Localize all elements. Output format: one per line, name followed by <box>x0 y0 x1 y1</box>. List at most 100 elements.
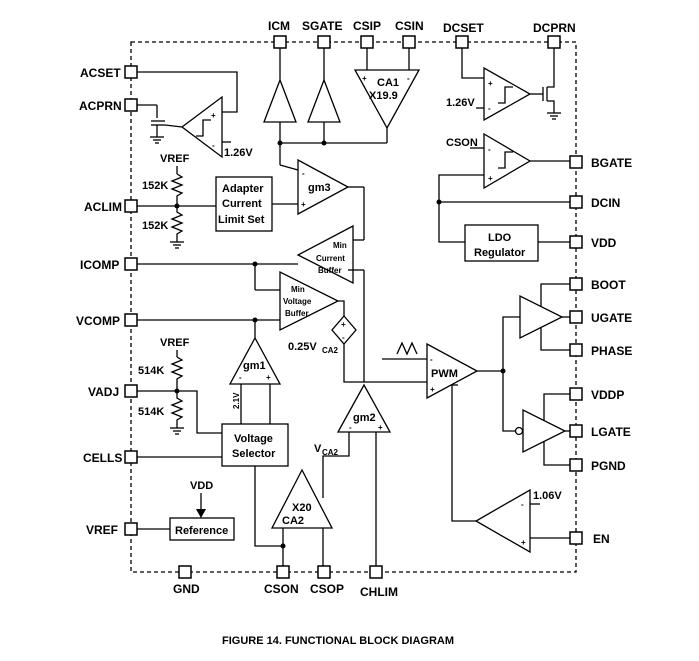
svg-text:PHASE: PHASE <box>591 344 632 358</box>
svg-text:gm2: gm2 <box>353 412 376 424</box>
svg-text:+: + <box>488 79 493 88</box>
svg-text:EN: EN <box>593 532 610 546</box>
svg-text:CA1: CA1 <box>377 77 399 89</box>
ca1-amplifier: + - CA1 X19.9 <box>353 48 421 130</box>
svg-text:2.1V: 2.1V <box>232 392 241 409</box>
svg-text:+: + <box>211 111 216 120</box>
svg-text:Current: Current <box>222 198 262 210</box>
svg-text:ICM: ICM <box>268 19 290 33</box>
pin-dcin: DCIN <box>569 195 620 210</box>
svg-text:CSIN: CSIN <box>395 19 424 33</box>
pin-cson: CSON <box>264 565 299 596</box>
pin-chlim: CHLIM <box>360 565 398 599</box>
svg-text:-: - <box>349 423 352 432</box>
svg-text:Voltage: Voltage <box>283 297 312 306</box>
svg-text:-: - <box>302 169 305 178</box>
pin-phase: PHASE <box>569 343 632 358</box>
svg-text:VREF: VREF <box>86 523 118 537</box>
min-voltage-buffer: Min Voltage Buffer <box>279 270 340 332</box>
svg-text:VREF: VREF <box>160 337 190 349</box>
svg-text:+: + <box>488 174 493 183</box>
svg-text:DCIN: DCIN <box>591 196 620 210</box>
pin-icomp: ICOMP <box>80 257 138 272</box>
svg-text:V: V <box>314 443 322 455</box>
svg-text:152K: 152K <box>142 180 168 192</box>
aclim-divider: VREF 152K 152K <box>137 153 216 249</box>
svg-text:+: + <box>341 320 346 329</box>
bgate-comparator: - + CSON <box>438 132 532 202</box>
svg-text:Min: Min <box>333 241 347 250</box>
svg-text:PWM: PWM <box>431 368 458 380</box>
svg-text:GND: GND <box>173 582 200 596</box>
svg-text:-: - <box>239 373 242 382</box>
svg-text:VCOMP: VCOMP <box>76 314 120 328</box>
svg-text:1.06V: 1.06V <box>533 490 562 502</box>
svg-text:CA2: CA2 <box>322 448 339 457</box>
svg-text:+: + <box>521 538 526 547</box>
svg-text:gm1: gm1 <box>243 360 266 372</box>
svg-text:Buffer: Buffer <box>285 309 309 318</box>
svg-text:ICOMP: ICOMP <box>80 258 119 272</box>
svg-text:CSIP: CSIP <box>353 19 381 33</box>
svg-text:+: + <box>266 373 271 382</box>
svg-text:+: + <box>362 74 367 83</box>
pin-vddp: VDDP <box>569 387 624 402</box>
svg-text:VADJ: VADJ <box>88 385 119 399</box>
svg-text:+: + <box>378 423 383 432</box>
svg-text:-: - <box>407 74 410 83</box>
svg-text:LGATE: LGATE <box>591 425 631 439</box>
gm1-amplifier: gm1 - + <box>228 336 282 385</box>
pin-csip: CSIP <box>353 19 381 49</box>
pin-vdd: VDD <box>569 235 617 250</box>
svg-text:-: - <box>488 104 491 113</box>
svg-text:SGATE: SGATE <box>302 19 342 33</box>
gm3-amplifier: - + gm3 <box>297 158 350 216</box>
svg-text:514K: 514K <box>138 406 164 418</box>
reference-block: Reference <box>169 517 235 541</box>
pin-sgate: SGATE <box>302 19 342 49</box>
pin-csin: CSIN <box>395 19 424 49</box>
en-comparator: - + <box>474 488 531 554</box>
ldo-regulator: LDO Regulator <box>464 224 539 262</box>
svg-text:+: + <box>301 200 306 209</box>
pin-icm: ICM <box>268 19 290 49</box>
svg-text:Voltage: Voltage <box>234 433 273 445</box>
svg-text:Buffer: Buffer <box>318 266 342 275</box>
svg-text:-: - <box>521 500 524 509</box>
svg-text:152K: 152K <box>142 220 168 232</box>
pin-vcomp: VCOMP <box>76 313 138 328</box>
pin-pgnd: PGND <box>569 458 626 473</box>
svg-text:Selector: Selector <box>232 448 276 460</box>
svg-text:DCPRN: DCPRN <box>533 21 576 35</box>
pin-dcprn: DCPRN <box>533 21 576 49</box>
pin-lgate: LGATE <box>569 424 631 439</box>
svg-text:BOOT: BOOT <box>591 278 626 292</box>
pin-csop: CSOP <box>310 565 344 596</box>
figure-caption: FIGURE 14. FUNCTIONAL BLOCK DIAGRAM <box>222 635 454 647</box>
svg-text:LDO: LDO <box>488 232 512 244</box>
svg-text:-: - <box>430 355 433 364</box>
pin-gnd: GND <box>173 565 200 596</box>
svg-text:Limit Set: Limit Set <box>218 214 265 226</box>
pin-aclim: ACLIM <box>84 199 138 214</box>
svg-text:1.26V: 1.26V <box>446 97 475 109</box>
pin-bgate: BGATE <box>569 155 632 170</box>
svg-text:Reference: Reference <box>175 525 228 537</box>
pin-vadj: VADJ <box>88 384 138 399</box>
svg-text:X20: X20 <box>292 502 312 514</box>
svg-text:CSON: CSON <box>446 137 478 149</box>
pin-acset: ACSET <box>80 65 138 80</box>
ca2-amplifier: X20 CA2 <box>270 468 334 529</box>
min-current-buffer: Min Current Buffer <box>296 224 354 285</box>
icm-buffer <box>263 48 297 165</box>
pin-boot: BOOT <box>569 277 626 292</box>
svg-text:VDD: VDD <box>190 480 213 492</box>
low-side-driver <box>514 408 567 454</box>
svg-text:gm3: gm3 <box>308 182 331 194</box>
adapter-current-limit-set: Adapter Current Limit Set <box>215 176 273 232</box>
svg-text:0.25V: 0.25V <box>288 341 317 353</box>
svg-text:+: + <box>430 385 435 394</box>
svg-text:ACSET: ACSET <box>80 66 121 80</box>
svg-text:X19.9: X19.9 <box>369 90 398 102</box>
